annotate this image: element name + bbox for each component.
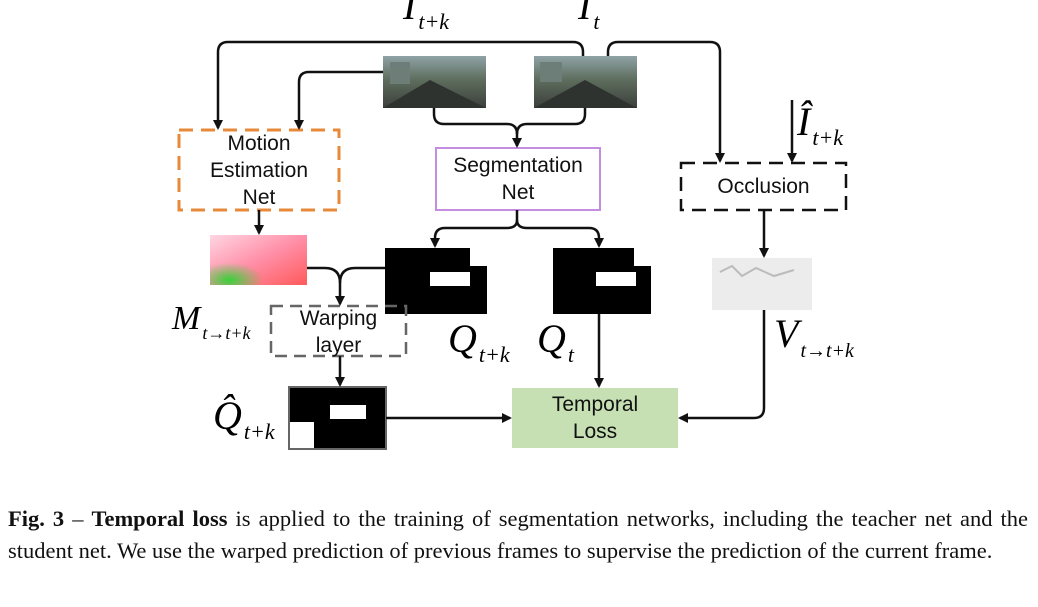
segmentation-output-t [553,248,651,314]
caption-dash: – [64,506,92,531]
arrow-q-tk-to-warping [338,266,385,284]
occlusion-mask-image [712,258,812,310]
arrow-segmentation-to-q-tk [430,210,519,248]
arrow-frame-t-to-occlusion [606,40,725,163]
symbol-i-hat-t-plus-k: Ît+k [797,99,844,150]
segmentation-net-label: Segmentation Net [453,154,583,204]
warping-layer-box [269,304,408,358]
arrows [213,40,797,423]
temporal-loss-label: Temporal Loss [551,393,639,443]
warping-layer-label: Warping layer [299,307,378,357]
flow-image [210,235,307,285]
motion-estimation-net-label: Motion Estimation Net [209,132,309,209]
symbol-q-t: Qt [537,316,575,367]
input-frame-t [534,56,637,108]
symbol-i-t: It [578,0,600,34]
symbol-i-t-plus-k: It+k [403,0,450,34]
input-frame-t-plus-k [383,56,486,108]
arrow-frames-to-motion-net [213,40,585,130]
arrow-flow-to-warping [307,266,345,306]
warped-prediction-image [288,386,387,450]
arrow-frame-t-to-segmentation [515,108,587,135]
caption-text: is applied to the training of segmentati… [8,506,1029,563]
temporal-loss-box [512,388,678,448]
symbol-q-t-plus-k: Qt+k [448,316,510,367]
segmentation-output-t-plus-k [385,248,487,314]
occlusion-label: Occlusion [717,175,810,198]
arrow-mask-to-loss [678,310,766,423]
figure-caption: Fig. 3 – Temporal loss is applied to the… [8,503,1028,567]
arrow-frame-tk-to-motion-net [294,70,383,130]
symbol-q-hat-t-plus-k: Q̂t+k [213,393,275,444]
caption-label: Fig. 3 [8,506,65,531]
arrow-segmentation-to-q-t [515,219,604,248]
arrow-frame-tk-to-segmentation [432,108,522,148]
caption-bold-term: Temporal loss [91,506,228,531]
